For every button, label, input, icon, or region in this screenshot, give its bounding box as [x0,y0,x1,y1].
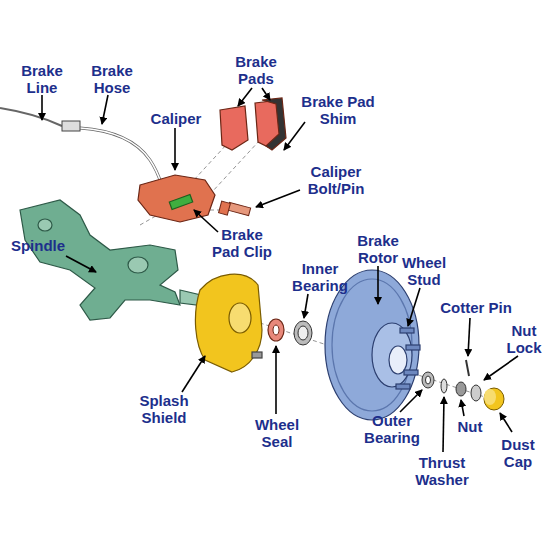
leader-arrow [484,356,518,380]
seal-bore [273,325,279,335]
leader-arrow [304,294,308,318]
wheel-seal [268,319,284,341]
brake-pad-clip [169,194,192,209]
wheel-stud [406,345,420,350]
leader-arrow [41,95,43,120]
leader-arrow [500,413,512,432]
brake-line-hose [0,108,162,186]
leader-arrow [284,122,305,150]
wheel-stud [396,384,410,389]
spindle-boss [128,257,148,273]
part-label: Dust Cap [493,436,543,470]
part-label: Wheel Stud [396,254,452,288]
caliper-bolt [219,201,251,216]
bearing-inner [298,326,308,340]
inner-bearing [294,321,312,345]
brake-line [0,108,62,126]
part-label: Nut Lock [499,322,549,356]
part-label: Brake Hose [84,62,140,96]
outer-bearing [422,372,434,388]
wheel-studs [396,328,420,389]
leader-arrows [42,88,518,452]
outer-hardware [422,360,504,410]
rotor-groove [332,279,412,411]
leader-arrow [468,318,470,356]
leader-arrow [256,190,300,207]
caliper-body [138,175,215,222]
shield-plate [195,274,262,372]
shield-bolt [252,352,262,358]
leader-arrow [102,95,108,124]
part-label: Splash Shield [129,392,199,426]
brake-pad [220,106,248,150]
leader-arrow [400,390,422,412]
leader-arrow [174,128,176,170]
brake-hose [80,128,162,186]
leader-arrow [377,266,379,304]
part-label: Wheel Seal [247,416,307,450]
bolt-shank [227,202,250,215]
hose-fitting [62,121,80,131]
leader-arrow [238,88,252,106]
part-label: Inner Bearing [282,260,358,294]
leader-arrow [461,400,464,416]
dust-cap [484,388,504,410]
leader-arrow [66,256,96,272]
leader-arrow [443,397,444,452]
splash-shield [195,274,262,372]
thrust-washer [441,379,447,393]
bearing-outer [294,321,312,345]
part-label: Nut [450,418,490,435]
part-label: Spindle [0,237,76,254]
part-label: Outer Bearing [354,412,430,446]
brake-hose-core [80,128,162,186]
leader-arrow [194,210,218,232]
spindle-eye [38,219,52,231]
part-label: Caliper [136,110,216,127]
brake-pads [220,98,286,150]
bolt-head [219,201,231,215]
assembly-lines [140,130,500,402]
leader-arrow [262,88,270,100]
dust-cap-shine [484,389,496,405]
part-label: Caliper Bolt/Pin [291,163,381,197]
cotter-pin [466,360,469,376]
nut-lock [471,385,481,401]
leader-arrow [182,356,205,392]
spindle-body [20,200,180,320]
part-label: Brake Line [14,62,70,96]
part-label: Brake Pads [226,53,286,87]
part-label: Cotter Pin [431,299,521,316]
caliper [138,175,215,222]
wheel-stud [400,328,414,333]
wheel-stud [404,370,418,375]
nut [456,382,466,396]
shield-hub [229,303,251,333]
leader-arrow [408,288,420,326]
part-label: Brake Pad Clip [207,226,277,260]
part-label: Thrust Washer [407,454,477,488]
part-label: Brake Pad Shim [298,93,378,127]
outer-bearing-bore [426,376,431,384]
leader-arrow [275,346,277,414]
pad-shim [262,98,286,150]
